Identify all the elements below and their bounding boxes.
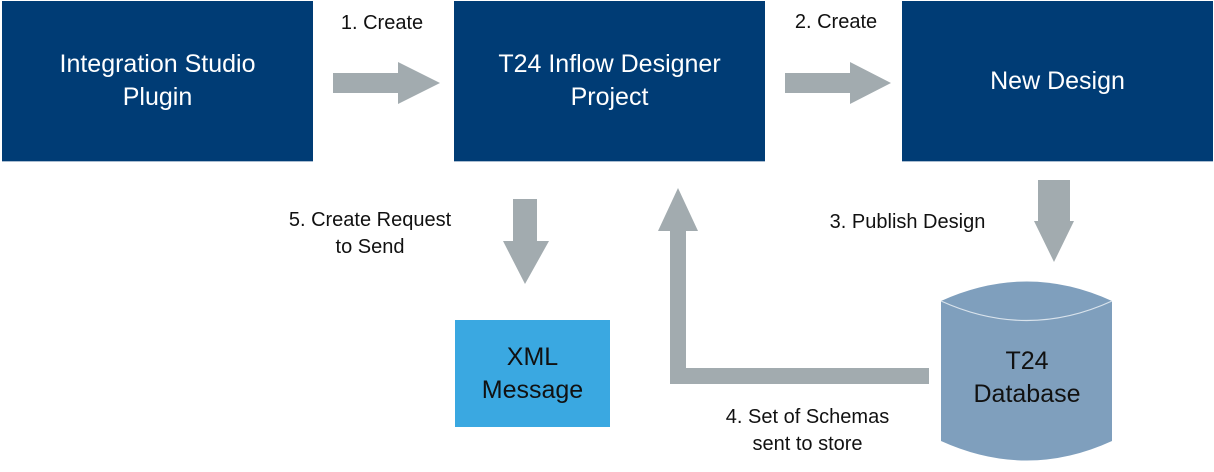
node-integration-studio-plugin: Integration Studio Plugin bbox=[2, 1, 313, 162]
edge-label-publish-design: 3. Publish Design bbox=[829, 211, 986, 233]
arrow-create-design bbox=[785, 62, 891, 104]
arrow-publish-design bbox=[1034, 180, 1074, 262]
arrow-create-request bbox=[503, 199, 549, 284]
node-label: Integration Studio Plugin bbox=[59, 50, 256, 111]
arrow-create-project bbox=[333, 62, 440, 104]
node-new-design: New Design bbox=[902, 1, 1213, 162]
node-label: New Design bbox=[990, 66, 1125, 95]
edge-label-create-design: 2. Create bbox=[794, 11, 878, 33]
node-label: XML Message bbox=[481, 342, 584, 404]
database-cylinder bbox=[940, 281, 1113, 461]
edge-label-schemas-sent: 4. Set of Schemas sent to store bbox=[725, 406, 890, 455]
node-t24-database-label: T24 Database bbox=[973, 347, 1081, 408]
edge-label-create-project: 1. Create bbox=[340, 12, 424, 34]
node-xml-message: XML Message bbox=[455, 320, 610, 427]
arrow-schemas-to-project bbox=[658, 188, 929, 384]
node-label: T24 Inflow Designer Project bbox=[498, 50, 721, 111]
node-t24-inflow-designer-project: T24 Inflow Designer Project bbox=[454, 1, 765, 162]
edge-label-create-request: 5. Create Request to Send bbox=[288, 209, 452, 258]
